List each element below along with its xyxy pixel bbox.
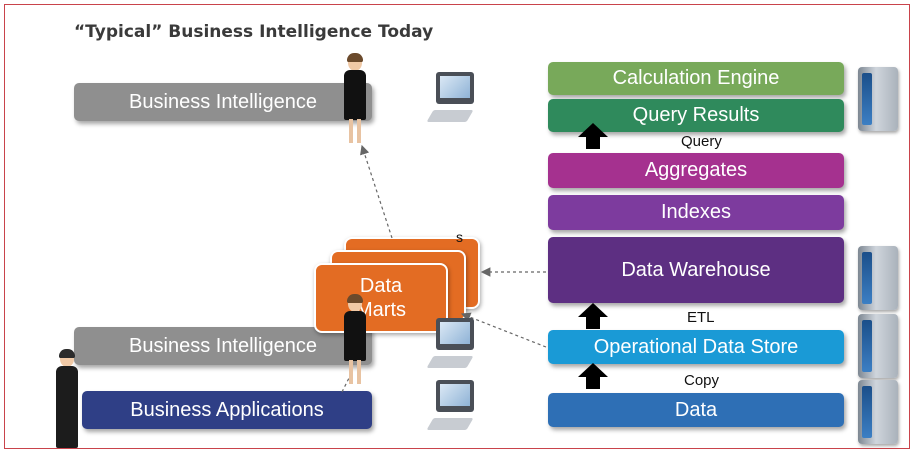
aggregates-box: Aggregates — [548, 153, 844, 188]
business-intelligence-top-label: Business Intelligence — [129, 90, 317, 113]
indexes-label: Indexes — [660, 201, 732, 223]
page-title: “Typical” Business Intelligence Today — [74, 22, 434, 42]
data-warehouse-box: Data Warehouse — [548, 237, 844, 303]
query-label: Query — [681, 133, 722, 150]
computer-icon — [426, 72, 476, 128]
business-applications-label: Business Applications — [130, 398, 324, 421]
copy-label: Copy — [684, 372, 720, 389]
query-results-box: Query Results — [548, 99, 844, 132]
business-intelligence-top-box: Business Intelligence — [74, 83, 372, 121]
server-icon — [858, 380, 898, 444]
server-icon — [858, 314, 898, 378]
computer-icon — [426, 318, 476, 374]
data-mart-back-fragment: s — [456, 229, 463, 245]
data-label: Data — [674, 398, 718, 421]
data-marts-label-line2: Marts — [356, 299, 406, 321]
business-intelligence-bottom-box: Business Intelligence — [74, 327, 372, 365]
computer-icon — [426, 380, 476, 436]
aggregates-label: Aggregates — [644, 159, 748, 181]
operational-data-store-label: Operational Data Store — [593, 335, 799, 358]
data-marts-front: Data Marts — [314, 263, 448, 333]
businesswoman-icon — [340, 294, 370, 388]
server-icon — [858, 67, 898, 131]
calculation-engine-label: Calculation Engine — [612, 67, 780, 89]
slide-frame — [4, 4, 910, 449]
data-box: Data — [548, 393, 844, 427]
businesswoman-icon — [340, 53, 370, 147]
query-results-label: Query Results — [632, 104, 760, 126]
calculation-engine-box: Calculation Engine — [548, 62, 844, 95]
data-warehouse-label: Data Warehouse — [621, 258, 771, 281]
indexes-box: Indexes — [548, 195, 844, 230]
data-marts-label-line1: Data — [359, 275, 403, 297]
business-applications-box: Business Applications — [82, 391, 372, 429]
businessman-icon — [52, 349, 82, 451]
operational-data-store-box: Operational Data Store — [548, 330, 844, 364]
etl-label: ETL — [687, 309, 715, 326]
business-intelligence-bottom-label: Business Intelligence — [129, 334, 317, 357]
server-icon — [858, 246, 898, 310]
